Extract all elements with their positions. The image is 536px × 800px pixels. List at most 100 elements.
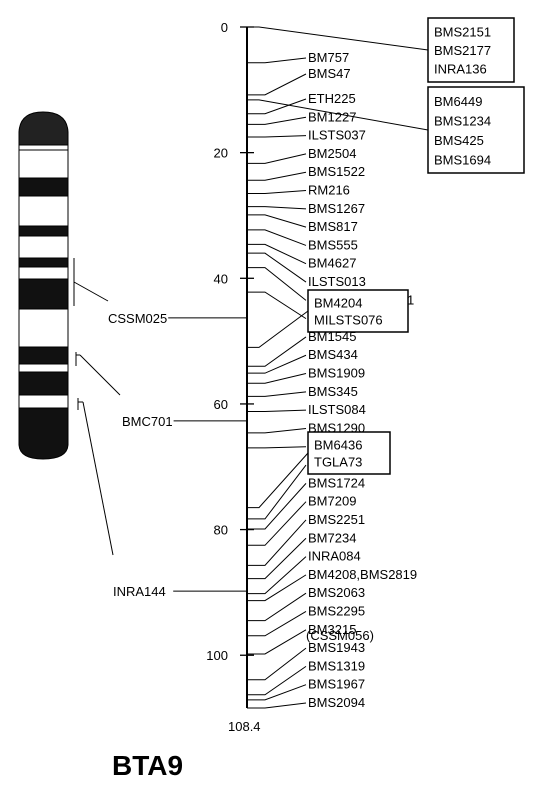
marker-leader (247, 354, 307, 374)
marker-label: BM1227 (308, 109, 356, 124)
tick-label: 0 (221, 20, 228, 35)
marker-leader (247, 171, 307, 181)
annotation-cssm056: (CSSM056) (306, 628, 374, 643)
marker-leader (247, 537, 307, 580)
marker-leader (247, 206, 307, 210)
marker-leader (247, 116, 307, 125)
marker-leader (247, 214, 307, 228)
marker-leader (247, 373, 307, 384)
group-leader (247, 452, 309, 509)
marker-leader (247, 73, 307, 96)
marker-label: BMS434 (308, 347, 358, 362)
marker-leader (247, 98, 307, 115)
marker-leader (247, 336, 307, 367)
boxed-marker-groups: BMS2151BMS2177INRA136BM6449BMS1234BMS425… (247, 17, 525, 509)
boxed-marker-label: BM6436 (314, 438, 362, 453)
marker-leader (247, 427, 307, 434)
marker-label: BMS2063 (308, 585, 365, 600)
axis-end-label: 108.4 (228, 719, 261, 734)
marker-leader (247, 684, 307, 701)
marker-label: BMS1967 (308, 677, 365, 692)
marker-label: BM7234 (308, 530, 356, 545)
marker-leader (247, 702, 307, 709)
marker-leader (247, 592, 307, 622)
marker-label: INRA084 (308, 549, 361, 564)
marker-leader (247, 267, 307, 301)
marker-label: BMS2295 (308, 603, 365, 618)
marker-label: BMS1943 (308, 640, 365, 655)
marker-label: BM2504 (308, 146, 356, 161)
marker-label: BMS817 (308, 219, 358, 234)
marker-label: BM757 (308, 50, 349, 65)
marker-leader (247, 135, 307, 138)
marker-label: BMS2094 (308, 695, 365, 710)
marker-label: ILSTS037 (308, 128, 366, 143)
group-box (307, 289, 409, 333)
boxed-marker-label: BMS425 (434, 133, 484, 148)
marker-leader (247, 464, 307, 520)
boxed-marker-label: BM6449 (434, 94, 482, 109)
group-leader (247, 310, 309, 348)
marker-label: BMS2251 (308, 512, 365, 527)
chromosome-title: BTA9 (112, 750, 184, 781)
boxed-marker-label: TGLA73 (314, 455, 362, 470)
tick-label: 20 (214, 146, 228, 161)
marker-label: BM4208,BMS2819 (308, 567, 417, 582)
marker-label: ILSTS084 (308, 402, 366, 417)
marker-leader (247, 519, 307, 566)
tick-label: 100 (206, 648, 228, 663)
group-box (307, 431, 391, 475)
marker-leader (247, 556, 307, 595)
marker-leader (247, 229, 307, 246)
marker-label: BM3215 (308, 622, 356, 637)
marker-leader (247, 611, 307, 637)
marker-leader (247, 291, 307, 320)
marker-label: BMS1909 (308, 366, 365, 381)
group-box (427, 86, 525, 174)
tick-label: 40 (214, 271, 228, 286)
chromosome-brackets (73, 258, 121, 556)
marker-leader (247, 501, 307, 546)
boxed-marker-label: BMS2177 (434, 43, 491, 58)
marker-leader (247, 243, 307, 265)
marker-label: BMS345 (308, 384, 358, 399)
marker-label: BMS1522 (308, 164, 365, 179)
boxed-marker-label: MILSTS076 (314, 313, 383, 328)
marker-leader (247, 629, 307, 655)
boxed-marker-label: BMS2151 (434, 24, 491, 39)
marker-label: BM7209 (308, 494, 356, 509)
marker-labels: BM757BMS47ETH225BM1227ILSTS037BM2504BMS1… (247, 50, 417, 710)
boxed-marker-label: BMS1234 (434, 113, 491, 128)
marker-leader (247, 483, 307, 530)
tick-label: 60 (214, 397, 228, 412)
boxed-marker-label: BM4204 (314, 296, 362, 311)
marker-label: ETH225 (308, 91, 356, 106)
marker-label: BMS555 (308, 237, 358, 252)
chromosome-marker-label: CSSM025 (108, 311, 167, 326)
marker-leader (247, 57, 307, 64)
centromere-cap (19, 112, 68, 145)
marker-leader (247, 647, 307, 681)
group-leader (247, 26, 429, 51)
chromosome-ideogram (18, 111, 69, 460)
marker-leader (247, 446, 307, 449)
chromosome-marker-label: INRA144 (113, 584, 166, 599)
marker-label: BMS1267 (308, 201, 365, 216)
marker-label: BMS47 (308, 66, 351, 81)
marker-label: RM216 (308, 183, 350, 198)
group-box (427, 17, 515, 83)
chromosome-marker-label: BMC701 (122, 414, 173, 429)
marker-leader (247, 252, 307, 283)
marker-leader (247, 391, 307, 397)
marker-label: BM4627 (308, 256, 356, 271)
marker-label: ILSTS013 (308, 274, 366, 289)
marker-leader (247, 190, 307, 194)
marker-label: BMS1724 (308, 475, 365, 490)
